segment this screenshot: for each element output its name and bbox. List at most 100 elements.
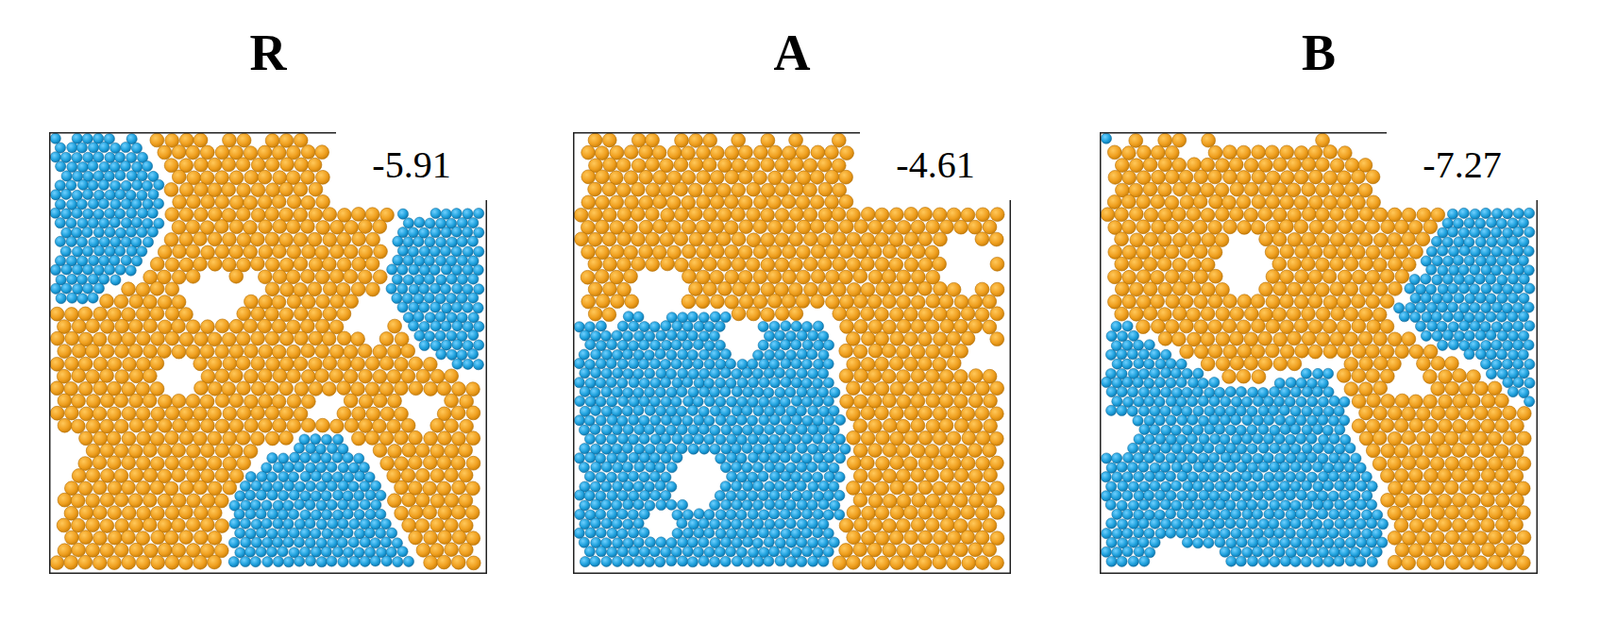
large-particle — [631, 256, 646, 271]
large-particle — [968, 469, 983, 484]
small-particle — [310, 528, 321, 539]
large-particle — [121, 555, 136, 570]
large-particle — [143, 344, 158, 359]
large-particle — [466, 455, 481, 471]
large-particle — [960, 481, 976, 496]
small-particle — [606, 358, 617, 370]
large-particle — [57, 418, 72, 433]
small-particle — [688, 387, 699, 398]
large-particle — [609, 195, 624, 210]
large-particle — [990, 481, 1005, 496]
large-particle — [466, 431, 481, 446]
small-particle — [147, 207, 158, 219]
large-particle — [954, 468, 969, 483]
large-particle — [258, 219, 273, 235]
large-particle — [904, 381, 919, 396]
large-particle — [171, 319, 186, 334]
large-particle — [689, 257, 704, 272]
small-particle — [769, 414, 780, 425]
large-particle — [810, 145, 826, 160]
large-particle — [860, 256, 876, 271]
large-particle — [207, 530, 222, 545]
small-particle — [742, 387, 754, 398]
large-particle — [903, 481, 918, 496]
large-particle — [151, 530, 166, 545]
large-particle — [293, 182, 308, 197]
small-particle — [468, 292, 479, 304]
large-particle — [308, 207, 323, 222]
small-particle — [829, 387, 841, 398]
large-particle — [881, 343, 896, 358]
small-particle — [802, 339, 813, 351]
small-particle — [714, 320, 725, 332]
large-particle — [114, 419, 129, 434]
large-particle — [854, 518, 869, 533]
small-particle — [293, 442, 304, 454]
large-particle — [394, 505, 409, 521]
large-particle — [365, 207, 380, 222]
large-particle — [846, 530, 861, 545]
large-particle — [932, 431, 947, 446]
large-particle — [946, 481, 961, 496]
large-particle — [106, 406, 121, 422]
large-particle — [796, 269, 811, 285]
large-particle — [910, 344, 926, 359]
large-particle — [444, 369, 459, 384]
large-particle — [832, 256, 847, 271]
small-particle — [741, 424, 753, 436]
small-particle — [467, 349, 478, 360]
large-particle — [594, 219, 609, 235]
large-particle — [695, 294, 710, 309]
large-particle — [179, 207, 194, 222]
large-particle — [129, 518, 144, 533]
large-particle — [165, 430, 180, 445]
large-particle — [645, 232, 660, 247]
large-particle — [351, 207, 366, 222]
large-particle — [875, 307, 890, 322]
large-particle — [251, 356, 266, 371]
small-particle — [337, 480, 349, 491]
small-particle — [255, 508, 267, 520]
large-particle — [279, 307, 294, 322]
small-particle — [813, 452, 825, 463]
small-particle — [451, 208, 462, 219]
large-particle — [982, 219, 997, 235]
simulation-panel: R-5.91 — [49, 9, 488, 578]
large-particle — [201, 493, 216, 508]
large-particle — [933, 282, 948, 297]
large-particle — [795, 145, 810, 160]
large-particle — [781, 194, 796, 209]
large-particle — [932, 207, 947, 222]
large-particle — [825, 169, 840, 185]
large-particle — [185, 468, 201, 483]
small-particle — [115, 264, 126, 275]
small-particle — [812, 433, 824, 444]
small-particle — [288, 489, 300, 501]
large-particle — [925, 518, 940, 533]
small-particle — [709, 424, 721, 436]
large-particle — [825, 244, 840, 259]
small-particle — [71, 207, 83, 219]
small-particle — [774, 405, 786, 417]
large-particle — [57, 393, 72, 408]
small-particle — [304, 538, 316, 549]
small-particle — [808, 405, 819, 417]
small-particle — [430, 320, 441, 332]
large-particle — [896, 319, 911, 334]
large-particle — [344, 294, 359, 309]
small-particle — [462, 226, 473, 237]
large-particle — [767, 195, 782, 210]
large-particle — [437, 530, 453, 545]
small-particle — [796, 423, 808, 435]
large-particle — [222, 406, 237, 422]
small-particle — [628, 452, 640, 463]
small-particle — [601, 443, 612, 455]
small-particle — [77, 218, 88, 229]
large-particle — [745, 257, 760, 272]
small-particle — [332, 546, 343, 557]
large-particle — [300, 319, 315, 334]
small-particle — [649, 471, 660, 482]
small-particle — [348, 537, 359, 548]
large-particle — [193, 356, 208, 371]
large-particle — [416, 542, 431, 557]
